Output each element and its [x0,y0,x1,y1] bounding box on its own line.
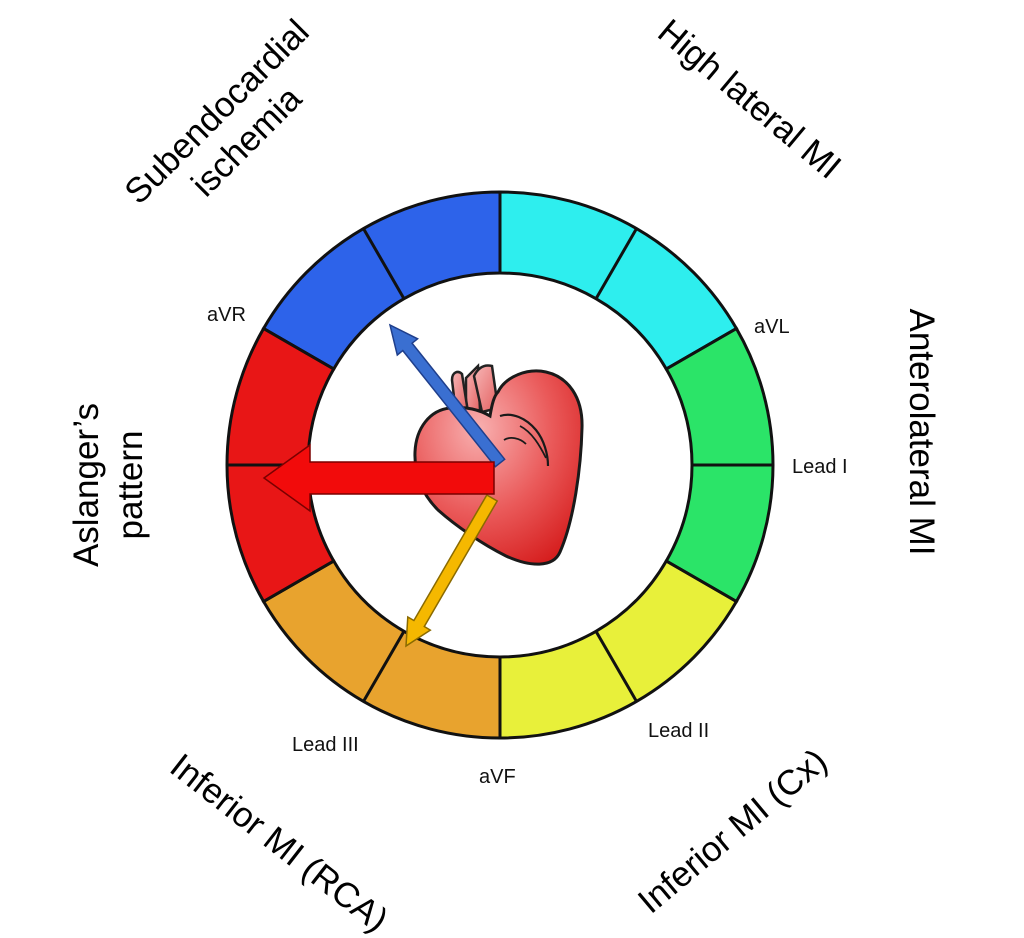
ring-divider [594,630,638,703]
lead-label-lead-i: Lead I [792,456,848,478]
ring-divider [362,630,406,703]
ring-divider [262,559,335,603]
ring-divider [665,559,738,603]
lead-label-avr: aVR [207,304,246,326]
ring-divider [362,227,406,300]
ring-segment-orange [261,558,502,740]
region-label-inferior-cx: Inferior MI (Cx) [631,741,835,921]
lead-label-avl: aVL [754,316,790,338]
aslanger-vector-arrow [262,443,495,513]
ring-dividers [227,192,773,738]
ring-divider [665,327,738,371]
lead-iii-vector-arrow [405,493,499,648]
ring-segment-cyan [498,190,739,372]
lead-label-lead-iii: Lead III [292,734,359,756]
region-label-anterolateral: Anterolateral MI [902,308,941,555]
region-label-high-lateral: High lateral MI [650,12,848,187]
region-aslanger-pattern: Aslanger’s pattern [67,403,150,567]
ring-segment-yellow [498,558,739,740]
lead-ring [225,190,775,740]
ring-divider [262,327,335,371]
lead-label-avf: aVF [479,766,516,788]
ring-segment-blue [261,190,502,372]
avr-vector-arrow [388,323,506,468]
region-subendocardial-ischemia: Subendocardial ischemia [117,12,317,212]
ring-divider [594,227,638,300]
region-label-aslanger-line2: pattern [111,431,150,540]
region-label-inferior-rca: Inferior MI (RCA) [163,746,395,938]
region-label-aslanger-line1: Aslanger’s [67,403,106,567]
lead-label-lead-ii: Lead II [648,720,709,742]
